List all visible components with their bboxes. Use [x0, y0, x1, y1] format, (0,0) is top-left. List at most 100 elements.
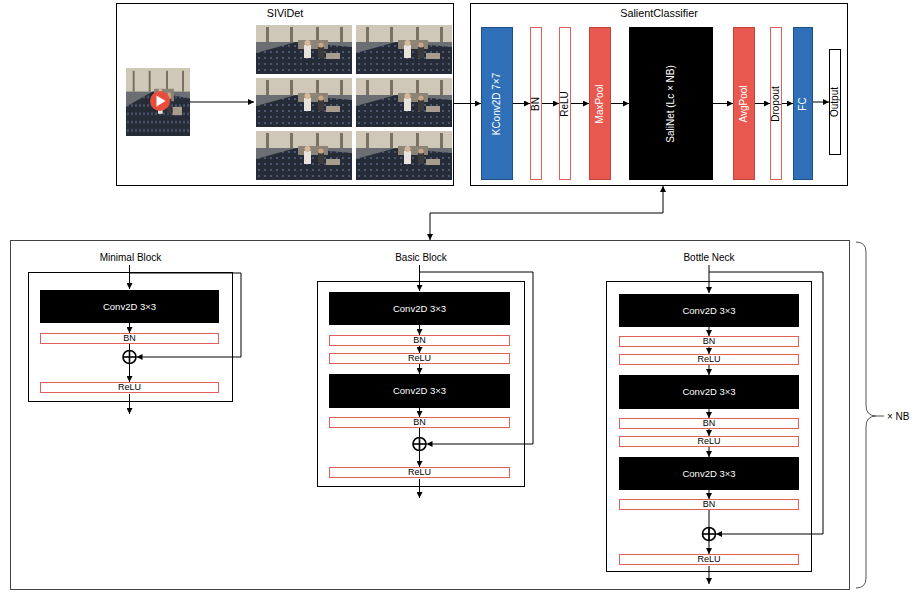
module-panel: SalientClassifierKConv2D 7×7 BN ReLU MaxPoo…	[470, 3, 848, 186]
layer-label: AvgPool	[738, 85, 750, 122]
flow-arrow	[430, 186, 663, 240]
layer-label: ReLU	[408, 468, 431, 477]
flow-arrow	[419, 408, 420, 417]
norm-layer: BN	[619, 418, 799, 429]
flow-arrow	[709, 365, 710, 375]
flow-arrow	[129, 344, 130, 382]
layer-label: ReLU	[697, 437, 720, 446]
flow-arrow	[709, 447, 710, 457]
play-icon	[157, 96, 166, 107]
flow-arrow	[542, 103, 559, 104]
norm-layer: ReLU	[329, 467, 510, 478]
conv-layer: Conv2D 3×3	[619, 294, 799, 327]
layer-label: BN	[530, 97, 542, 111]
conv-layer: Conv2D 3×3	[329, 292, 510, 325]
norm-layer: Dropout	[770, 27, 782, 180]
repeat-group: × NBMinimal BlockConv2D 3×3BNReLUBasic B…	[10, 240, 850, 590]
conv-layer: Conv2D 3×3	[619, 375, 799, 409]
conv-layer: KConv2D 7×7	[481, 27, 513, 180]
flow-arrow	[813, 102, 829, 103]
norm-layer: BN	[40, 333, 219, 344]
video-frame	[356, 131, 452, 180]
layer-label: ReLU	[697, 555, 720, 564]
flow-arrow	[129, 323, 130, 333]
pool-layer: MaxPool	[589, 27, 611, 180]
repeat-brace	[856, 242, 876, 588]
layer-label: FC	[797, 97, 809, 110]
layer-label: Output	[829, 87, 841, 117]
layer-label: BN	[413, 336, 426, 345]
flow-arrow	[419, 428, 420, 467]
pool-layer: AvgPool	[733, 27, 755, 180]
video-frame	[356, 25, 452, 74]
output-box: Output	[829, 49, 841, 155]
norm-layer: ReLU	[619, 436, 799, 447]
residual-wiring	[130, 265, 824, 584]
layer-label: BN	[703, 419, 716, 428]
conv-layer: Conv2D 3×3	[329, 374, 510, 408]
flow-arrow	[709, 510, 710, 554]
flow-arrow	[709, 327, 710, 336]
norm-layer: BN	[329, 417, 510, 428]
flow-arrow	[755, 103, 770, 104]
layer-label: Conv2D 3×3	[682, 305, 735, 317]
flow-arrow	[419, 325, 420, 335]
flow-arrow	[709, 429, 710, 436]
conv-layer: Conv2D 3×3	[40, 290, 219, 323]
layer-label: MaxPool	[594, 84, 606, 123]
flow-arrow	[709, 347, 710, 354]
block-title: Basic Block	[318, 252, 524, 264]
network-stage: SaliNet (Lc × NB)	[629, 27, 713, 180]
module-panel: SIViDet	[116, 3, 454, 186]
block-title: SalientClassifier	[471, 7, 847, 20]
flow-arrow	[709, 409, 710, 418]
layer-label: Conv2D 3×3	[682, 386, 735, 398]
flow-arrow	[419, 346, 420, 353]
layer-label: BN	[123, 334, 136, 343]
layer-label: ReLU	[408, 354, 431, 363]
flow-arrow	[709, 490, 710, 499]
block-title: Bottle Neck	[607, 252, 811, 264]
flow-arrow	[782, 103, 793, 104]
video-frame	[256, 25, 352, 74]
flow-arrow	[190, 102, 254, 103]
norm-layer: BN	[619, 499, 799, 510]
layer-label: Conv2D 3×3	[393, 303, 446, 315]
norm-layer: ReLU	[619, 554, 799, 565]
layer-label: Dropout	[770, 86, 782, 122]
layer-label: ReLU	[118, 383, 141, 392]
layer-label: KConv2D 7×7	[491, 72, 503, 135]
layer-label: Conv2D 3×3	[393, 385, 446, 397]
layer-label: ReLU	[559, 91, 571, 117]
flow-arrow	[713, 103, 733, 104]
flow-arrow	[419, 364, 420, 374]
norm-layer: ReLU	[40, 382, 219, 393]
residual-block: Bottle NeckConv2D 3×3BNReLUConv2D 3×3BNR…	[606, 281, 812, 572]
norm-layer: BN	[619, 336, 799, 347]
brace-tick	[876, 416, 884, 417]
norm-layer: ReLU	[559, 27, 571, 180]
residual-block: Basic BlockConv2D 3×3BNReLUConv2D 3×3BNR…	[317, 281, 525, 487]
video-thumbnail	[126, 68, 190, 136]
layer-label: Conv2D 3×3	[103, 301, 156, 313]
conv-layer: Conv2D 3×3	[619, 457, 799, 490]
video-frame	[356, 78, 452, 127]
layer-label: Conv2D 3×3	[682, 468, 735, 480]
flow-arrow	[611, 103, 629, 104]
residual-block: Minimal BlockConv2D 3×3BNReLU	[28, 272, 233, 402]
block-title: Minimal Block	[29, 252, 232, 264]
flow-arrow	[571, 103, 589, 104]
norm-layer: ReLU	[329, 353, 510, 364]
layer-label: ReLU	[697, 355, 720, 364]
layer-label: SaliNet (Lc × NB)	[665, 65, 677, 143]
layer-label: BN	[413, 418, 426, 427]
flow-arrow	[454, 103, 481, 104]
video-frame	[256, 78, 352, 127]
repeat-label: × NB	[887, 411, 910, 423]
video-frame	[256, 131, 352, 180]
layer-label: BN	[703, 337, 716, 346]
layer-label: BN	[703, 500, 716, 509]
norm-layer: BN	[530, 27, 542, 180]
norm-layer: ReLU	[619, 354, 799, 365]
